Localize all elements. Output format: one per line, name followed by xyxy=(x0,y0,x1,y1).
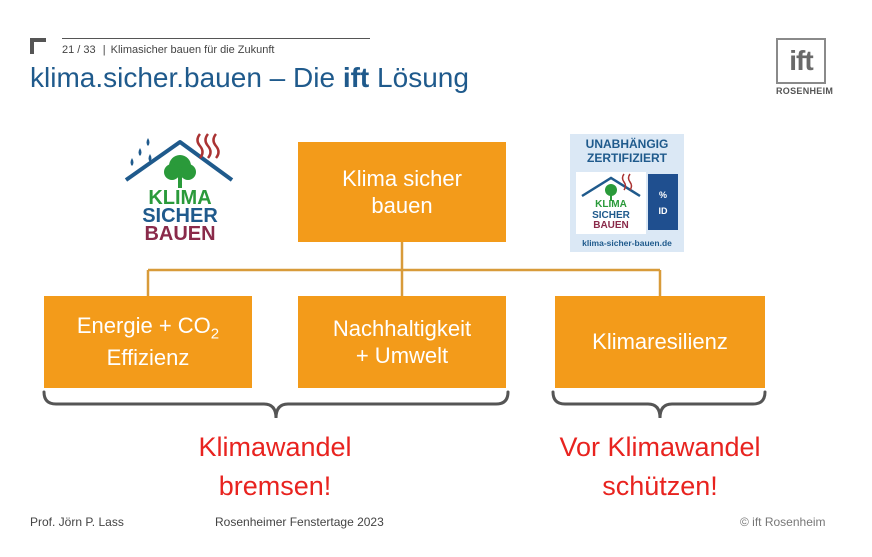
badge-mini-klima: KLIMA xyxy=(595,199,627,210)
ksb-line-klima: KLIMA xyxy=(148,187,212,209)
klima-sicher-bauen-logo: KLIMA SICHER BAUEN xyxy=(120,130,240,245)
footer-copyright: © ift Rosenheim xyxy=(740,515,826,529)
group-label-right: Vor Klimawandel schützen! xyxy=(540,428,780,506)
page-number: 21 / 33 xyxy=(62,44,96,56)
nachhaltigkeit-line-2: + Umwelt xyxy=(355,343,449,368)
title-prefix: klima.sicher.bauen – Die xyxy=(30,62,343,93)
left-group-line-1: Klimawandel xyxy=(198,432,352,462)
badge-url: klima-sicher-bauen.de xyxy=(582,238,672,248)
ift-logo-mark: ift xyxy=(776,38,826,84)
footer-event: Rosenheimer Fenstertage 2023 xyxy=(215,515,384,529)
brace-right xyxy=(551,390,767,419)
section-title: Klimasicher bauen für die Zukunft xyxy=(110,44,275,56)
badge-title: UNABHÄNGIG ZERTIFIZIERT xyxy=(570,137,684,166)
footer-author: Prof. Jörn P. Lass xyxy=(30,515,124,529)
certification-badge: UNABHÄNGIG ZERTIFIZIERT KLIMA SICHER BAU… xyxy=(570,134,684,252)
page-title: klima.sicher.bauen – Die ift Lösung xyxy=(30,62,469,94)
badge-mini-logo: KLIMA SICHER BAUEN xyxy=(576,172,646,234)
root-line-1: Klima sicher xyxy=(342,165,462,191)
brace-left xyxy=(42,390,510,419)
klimaresilienz-label: Klimaresilienz xyxy=(592,329,728,355)
diagram-box-nachhaltigkeit: Nachhaltigkeit+ Umwelt xyxy=(298,296,506,388)
badge-id-panel: % ID xyxy=(648,174,678,230)
badge-percent: % xyxy=(658,190,667,200)
corner-mark xyxy=(30,38,46,54)
group-label-left: Klimawandel bremsen! xyxy=(170,428,380,506)
badge-mini-bauen: BAUEN xyxy=(593,220,629,231)
badge-id: ID xyxy=(658,206,668,216)
energie-text: Energie + CO xyxy=(76,313,211,339)
ift-logo: ift ROSENHEIM xyxy=(776,38,834,98)
diagram-box-klimaresilienz: Klimaresilienz xyxy=(555,296,765,388)
right-group-line-1: Vor Klimawandel xyxy=(559,432,761,462)
right-group-line-2: schützen! xyxy=(602,471,718,502)
left-group-line-2: bremsen! xyxy=(218,471,332,502)
title-bold: ift xyxy=(342,62,370,93)
badge-house-icon xyxy=(581,173,641,201)
header-rule xyxy=(62,38,370,39)
title-suffix: Lösung xyxy=(369,62,469,93)
energie-line-2: Effizienz xyxy=(106,345,190,371)
badge-mini-sicher: SICHER xyxy=(592,209,630,221)
ksb-line-bauen: BAUEN xyxy=(144,223,216,245)
header-separator: | xyxy=(102,44,106,56)
ift-logo-sub: ROSENHEIM xyxy=(776,86,834,96)
badge-line-1: UNABHÄNGIG xyxy=(585,137,669,151)
diagram-box-energie: Energie + CO2 Effizienz xyxy=(44,296,252,388)
energie-line-1: Energie + CO2 xyxy=(77,312,219,344)
nachhaltigkeit-line-1: Nachhaltigkeit xyxy=(332,315,472,341)
co2-subscript: 2 xyxy=(210,325,220,343)
badge-line-2: ZERTIFIZIERT xyxy=(587,150,667,165)
house-tree-rain-icon xyxy=(124,133,234,188)
page-header: 21 / 33 | Klimasicher bauen für die Zuku… xyxy=(62,44,275,56)
root-line-2: bauen xyxy=(371,193,433,218)
ksb-line-sicher: SICHER xyxy=(142,205,218,227)
